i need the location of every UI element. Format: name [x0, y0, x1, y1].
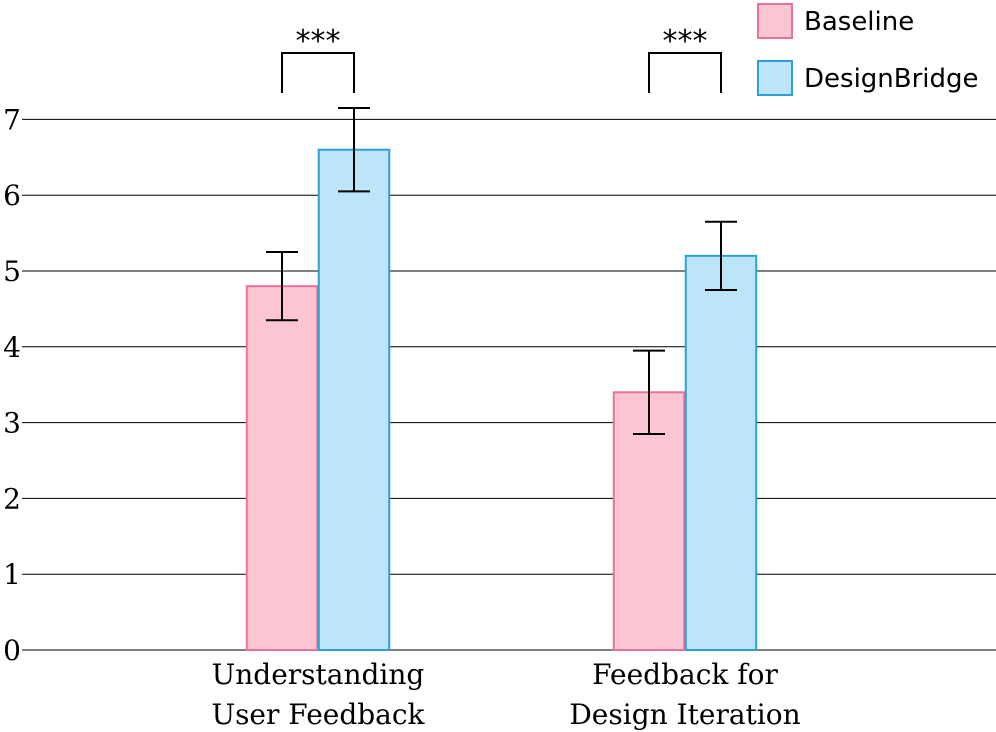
- y-tick-label: 0: [3, 634, 21, 667]
- y-tick-label: 6: [3, 179, 21, 212]
- legend-label: DesignBridge: [804, 64, 979, 94]
- y-tick-label: 2: [3, 482, 21, 515]
- significance-bracket: [281, 52, 355, 93]
- y-tick-label: 4: [3, 331, 21, 364]
- bars: [245, 148, 758, 651]
- significance-bracket: [648, 52, 722, 93]
- error-bars: [266, 107, 737, 435]
- y-tick-label: 5: [3, 255, 21, 288]
- significance-brackets: *** ***: [281, 24, 722, 93]
- y-tick-label: 3: [3, 407, 21, 440]
- bar-baseline-0: [245, 285, 319, 651]
- significance-label: ***: [296, 24, 341, 59]
- bar-designbridge-1: [684, 254, 758, 651]
- bar-baseline-1: [612, 391, 686, 651]
- gridlines: [22, 118, 996, 651]
- x-category-label: Understanding: [212, 658, 425, 691]
- x-category-label: Design Iteration: [569, 698, 800, 731]
- x-category-label: Feedback for: [592, 658, 778, 691]
- bar-designbridge-0: [317, 148, 391, 651]
- y-tick-label: 1: [3, 558, 21, 591]
- legend-swatch-designbridge: [757, 60, 793, 96]
- y-axis-ticks: 0 1 2 3 4 5 6 7: [3, 103, 21, 667]
- legend-label: Baseline: [804, 7, 914, 37]
- legend-swatch-baseline: [757, 3, 793, 39]
- y-tick-label: 7: [3, 103, 21, 136]
- x-category-label: User Feedback: [211, 698, 425, 731]
- significance-label: ***: [663, 24, 708, 59]
